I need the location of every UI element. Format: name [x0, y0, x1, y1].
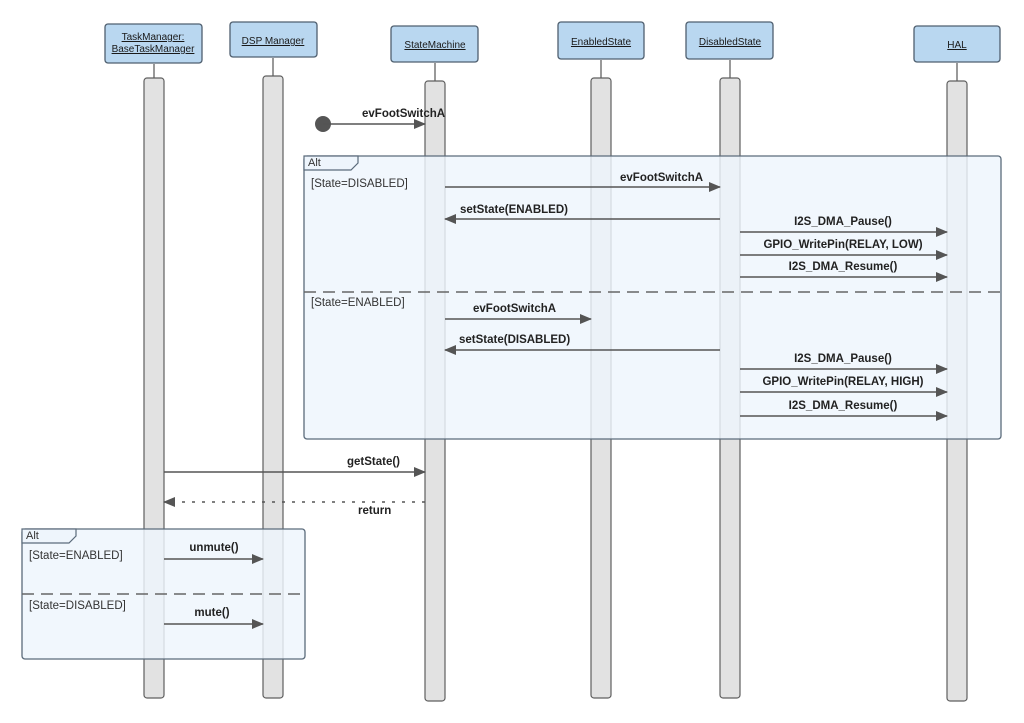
participant-dsp-manager [229, 21, 318, 58]
participant-statemachine [390, 25, 479, 63]
participant-taskmanager [104, 23, 203, 64]
alt-fragment-1-guard-2: [State=ENABLED] [311, 297, 405, 309]
alt-fragment-1-guard-1: [State=DISABLED] [311, 178, 408, 190]
alt-fragment-2-guard-2: [State=DISABLED] [29, 600, 126, 612]
msg-alt1-7-label: setState(DISABLED) [459, 334, 570, 346]
msg-getstate-label: getState() [347, 456, 400, 468]
msg-alt1-1-label: evFootSwitchA [620, 172, 703, 184]
participant-taskmanager-label-line-2: BaseTaskManager [112, 44, 195, 55]
msg-alt1-10-label: I2S_DMA_Resume() [789, 400, 898, 412]
msg-alt1-9-label: GPIO_WritePin(RELAY, HIGH) [762, 376, 923, 388]
msg-alt1-6-label: evFootSwitchA [473, 303, 556, 315]
participant-enabledstate [557, 21, 645, 60]
msg-alt1-5-label: I2S_DMA_Resume() [789, 261, 898, 273]
alt-fragment-2: Alt [State=ENABLED] [State=DISABLED] [21, 528, 306, 660]
alt-fragment-1: Alt [State=DISABLED] [State=ENABLED] [303, 155, 1002, 440]
msg-return-label: return [358, 505, 391, 517]
participant-hal [913, 25, 1001, 63]
participant-disabledstate [685, 21, 774, 60]
participant-hal-label: HAL [947, 40, 967, 51]
participant-enabledstate-label: EnabledState [571, 37, 631, 48]
participant-disabledstate-label: DisabledState [699, 37, 762, 48]
alt-fragment-2-guard-1: [State=ENABLED] [29, 550, 123, 562]
msg-alt1-4-label: GPIO_WritePin(RELAY, LOW) [763, 239, 922, 251]
msg-mute-label: mute() [194, 607, 229, 619]
alt-fragment-1-label: Alt [308, 157, 321, 169]
msg-alt1-8-label: I2S_DMA_Pause() [794, 353, 892, 365]
msg-unmute-label: unmute() [189, 542, 238, 554]
participant-dsp-manager-label: DSP Manager [242, 36, 305, 47]
participant-statemachine-label: StateMachine [404, 40, 466, 51]
msg-alt1-3-label: I2S_DMA_Pause() [794, 216, 892, 228]
participant-taskmanager-label-line-1: TaskManager: [122, 32, 185, 43]
msg-alt1-2-label: setState(ENABLED) [460, 204, 568, 216]
msg-initial-label: evFootSwitchA [362, 108, 445, 120]
alt-fragment-2-label: Alt [26, 530, 39, 542]
